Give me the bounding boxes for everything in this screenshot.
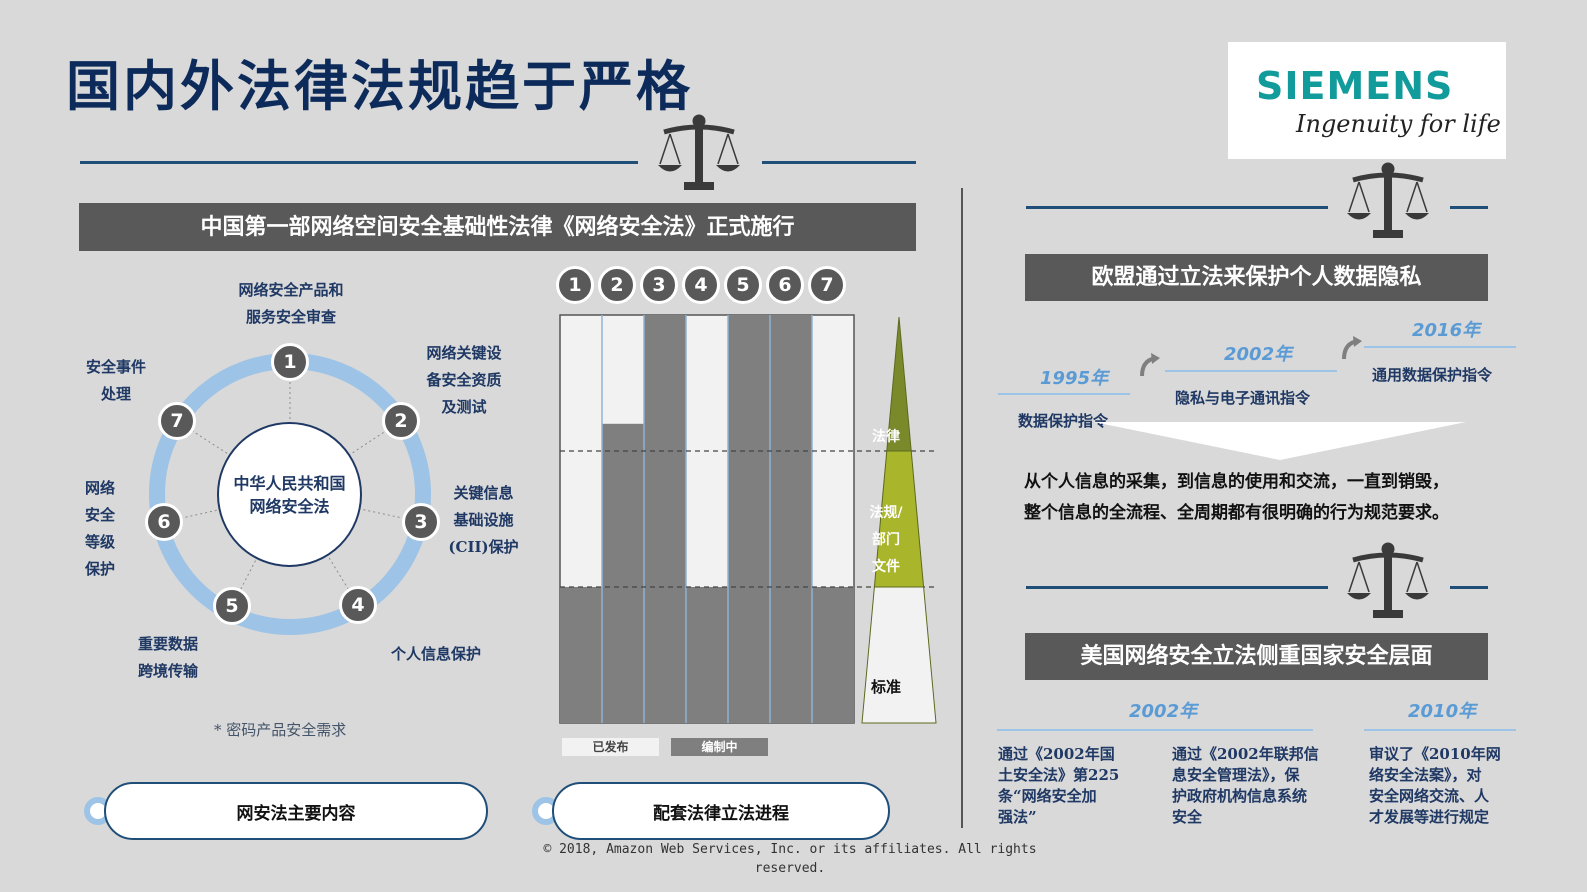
column-number-2: 2 — [598, 266, 636, 304]
progress-bar-6 — [770, 315, 812, 723]
scale-icon — [1347, 162, 1429, 238]
us-divider-left — [1026, 586, 1328, 589]
ring-label-2: 网络关键设 备安全资质 及测试 — [426, 344, 502, 416]
copyright: © 2018, Amazon Web Services, Inc. or its… — [543, 842, 1037, 876]
eu-year-1995: 1995年 — [1040, 368, 1109, 389]
eu-item-2016: 通用数据保护指令 — [1372, 366, 1493, 384]
eu-divider-left — [1026, 206, 1328, 209]
progress-bar-1 — [560, 587, 602, 723]
vertical-divider — [961, 188, 963, 828]
ring-label-3: 关键信息 基础设施 (CII)保护 — [448, 484, 519, 556]
logo-tagline: Ingenuity for life — [1296, 110, 1501, 138]
us-year-2002: 2002年 — [1129, 701, 1198, 722]
logo-wordmark: SIEMENS — [1256, 64, 1454, 108]
scale-icon — [658, 114, 740, 190]
eu-timeline-line-2 — [1165, 370, 1337, 372]
us-item-2: 通过《2002年联邦信 息安全管理法》，保 护政府机构信息系统 安全 — [1172, 745, 1319, 826]
siemens-logo: SIEMENS Ingenuity for life — [1228, 42, 1506, 159]
ring-label-1: 网络安全产品和 服务安全审查 — [238, 281, 344, 326]
page-title: 国内外法律法规趋于严格 — [66, 54, 693, 118]
eu-year-2002: 2002年 — [1224, 344, 1293, 365]
ring-label-5: 重要数据 跨境传输 — [137, 635, 198, 680]
ring-label-7: 安全事件 处理 — [85, 358, 146, 403]
progress-bar-2 — [602, 423, 644, 723]
legislation-progress-chart — [559, 314, 937, 724]
china-law-banner: 中国第一部网络空间安全基础性法律《网络安全法》正式施行 — [79, 203, 916, 251]
column-number-5: 5 — [724, 266, 762, 304]
pyramid-standard-label: 标准 — [870, 678, 901, 696]
us-divider-right — [1450, 586, 1488, 589]
pyramid-standard-band — [861, 586, 937, 724]
ring-label-6: 网络 安全 等级 保护 — [84, 479, 115, 578]
progress-bar-7 — [812, 587, 854, 723]
center-label-line1: 中华人民共和国 — [233, 473, 346, 493]
eu-item-2002: 隐私与电子通讯指令 — [1175, 389, 1311, 407]
us-timeline-line-2 — [1364, 729, 1516, 731]
main-content-pill: 网安法主要内容 — [104, 782, 488, 840]
ring-node-7: 7 — [158, 402, 196, 440]
title-divider-left — [80, 161, 638, 164]
ring-node-2: 2 — [382, 402, 420, 440]
curved-arrow-icon — [1140, 353, 1160, 377]
ring-node-1: 1 — [271, 343, 309, 381]
footnote: * 密码产品安全需求 — [214, 721, 347, 739]
legend-drafting: 编制中 — [671, 738, 768, 756]
summary-pointer-shape — [1094, 422, 1466, 460]
eu-summary-line1: 从个人信息的采集，到信息的使用和交流，一直到销毁， — [1024, 472, 1449, 492]
us-year-2010: 2010年 — [1408, 701, 1477, 722]
eu-summary-line2: 整个信息的全流程、全周期都有很明确的行为规范要求。 — [1024, 503, 1449, 523]
scale-icon — [1347, 542, 1429, 618]
progress-bar-3 — [644, 315, 686, 723]
column-number-7: 7 — [808, 266, 846, 304]
column-number-6: 6 — [766, 266, 804, 304]
progress-bar-4 — [686, 587, 728, 723]
us-item-1: 通过《2002年国 土安全法》第225 条“网络安全加 强法” — [998, 745, 1120, 826]
eu-timeline-line-3 — [1364, 346, 1516, 348]
ring-label-4: 个人信息保护 — [390, 645, 481, 663]
eu-item-1995: 数据保护指令 — [1018, 412, 1109, 430]
column-number-3: 3 — [640, 266, 678, 304]
pyramid-regulation-label: 法规/ 部门 文件 — [869, 505, 903, 575]
legislation-pill: 配套法律立法进程 — [552, 782, 890, 840]
ring-node-5: 5 — [213, 587, 251, 625]
column-number-4: 4 — [682, 266, 720, 304]
eu-timeline-line-1 — [998, 393, 1130, 395]
ring-node-6: 6 — [145, 503, 183, 541]
column-number-row: 1 2 3 4 5 6 7 — [556, 266, 856, 306]
us-banner: 美国网络安全立法侧重国家安全层面 — [1025, 633, 1488, 680]
eu-divider-right — [1450, 206, 1488, 209]
us-timeline-line-1 — [997, 729, 1313, 731]
eu-year-2016: 2016年 — [1412, 320, 1481, 341]
progress-bar-5 — [728, 315, 770, 723]
center-law-circle: 中华人民共和国 网络安全法 — [217, 422, 362, 567]
eu-banner: 欧盟通过立法来保护个人数据隐私 — [1025, 254, 1488, 301]
ring-node-3: 3 — [402, 503, 440, 541]
pyramid-law-label: 法律 — [872, 429, 900, 445]
us-item-3: 审议了《2010年网 络安全法案》，对 安全网络交流、人 才发展等进行规定 — [1369, 745, 1501, 826]
column-number-1: 1 — [556, 266, 594, 304]
curved-arrow-icon — [1342, 336, 1362, 360]
ring-node-4: 4 — [339, 586, 377, 624]
legend-published: 已发布 — [562, 738, 659, 756]
center-label-line2: 网络安全法 — [249, 496, 330, 516]
title-divider-right — [762, 161, 916, 164]
